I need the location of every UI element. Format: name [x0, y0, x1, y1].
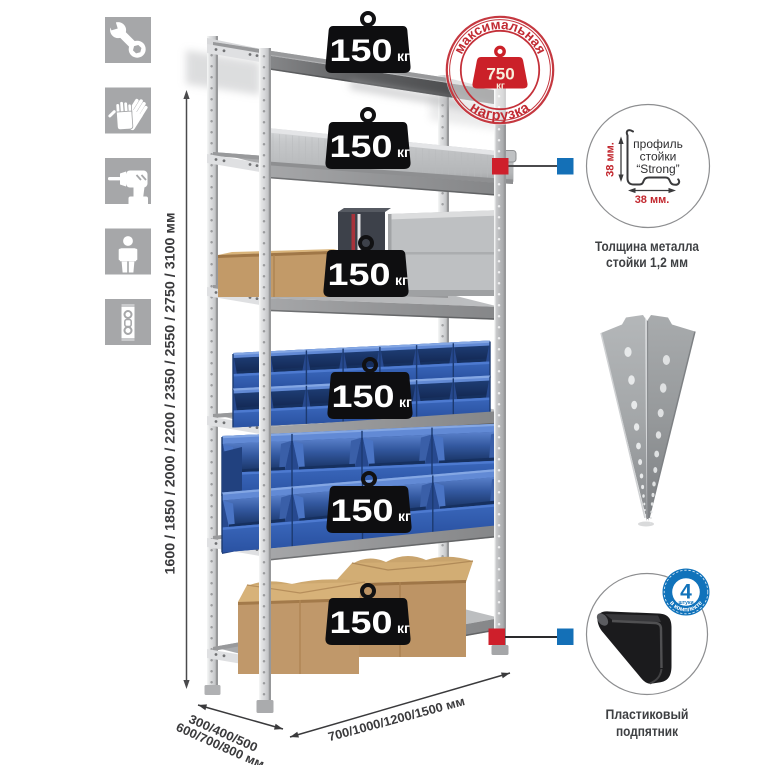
svg-text:4: 4 [680, 581, 692, 604]
svg-text:кг: кг [397, 620, 410, 636]
svg-text:стойки 1,2 мм: стойки 1,2 мм [606, 255, 688, 270]
svg-text:кг: кг [399, 394, 412, 410]
svg-text:профиль: профиль [633, 137, 683, 151]
svg-text:150: 150 [330, 128, 393, 164]
svg-text:700/1000/1200/1500 мм: 700/1000/1200/1500 мм [327, 694, 467, 744]
svg-text:1600 / 1850 / 2000 / 2200 / 23: 1600 / 1850 / 2000 / 2200 / 2350 / 2550 … [163, 212, 178, 574]
svg-text:150: 150 [331, 492, 394, 528]
svg-text:кг: кг [496, 81, 505, 92]
svg-text:кг: кг [395, 272, 408, 288]
svg-text:150: 150 [330, 32, 393, 68]
svg-text:кг: кг [397, 48, 410, 64]
svg-text:стойки: стойки [640, 150, 677, 164]
svg-text:кг: кг [397, 144, 410, 160]
svg-text:150: 150 [330, 604, 393, 640]
svg-text:Толщина металла: Толщина металла [595, 239, 699, 254]
svg-text:Пластиковый: Пластиковый [606, 706, 689, 722]
svg-text:“Strong”: “Strong” [636, 162, 679, 176]
svg-text:150: 150 [328, 256, 391, 292]
svg-text:38 мм.: 38 мм. [605, 142, 617, 177]
svg-text:штуки: штуки [678, 600, 693, 606]
svg-text:кг: кг [398, 508, 411, 524]
svg-text:подпятник: подпятник [616, 723, 679, 739]
svg-text:38 мм.: 38 мм. [635, 194, 670, 206]
svg-text:750: 750 [486, 65, 514, 84]
svg-text:150: 150 [332, 378, 395, 414]
